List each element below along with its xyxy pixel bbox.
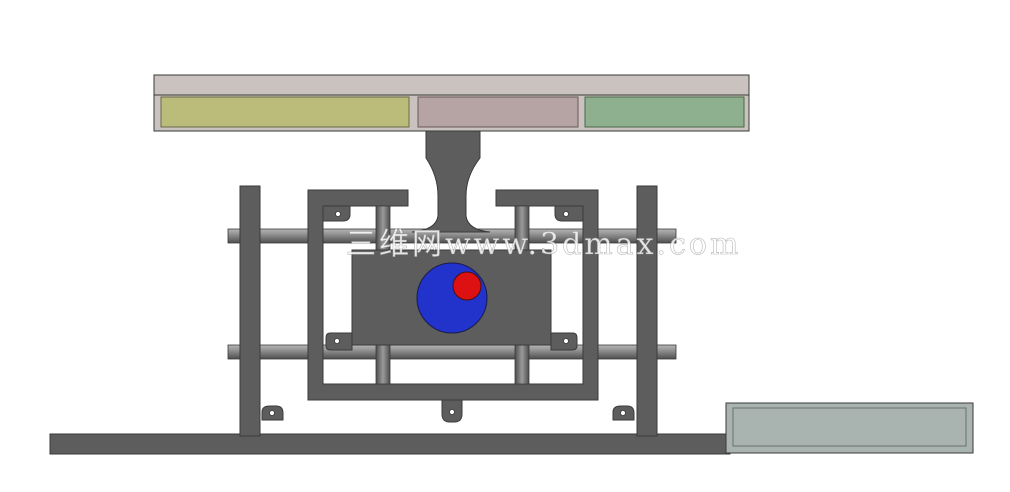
frame-lug-top-left [322,205,351,222]
eccentric-cam [416,262,488,334]
inner-rod-right-bottom [514,343,530,385]
cam-pin [452,271,482,301]
base-plate [49,433,731,455]
left-post [239,185,261,437]
tray-yellow [160,96,410,128]
tray-mauve [417,96,579,128]
tray-green [584,96,745,128]
watermark: 三维网www.3dmax.com [346,227,741,262]
frame-lug-top-right [554,205,584,222]
right-mount-tab [612,405,635,421]
frame-bottom-tab [441,399,463,423]
output-bin [725,402,974,454]
left-mount-tab [261,405,284,421]
inner-rod-left-bottom [375,343,391,385]
top-platform [153,74,750,132]
lower-guide-rod [227,344,677,360]
right-post [636,185,658,437]
connecting-stem [411,129,491,233]
